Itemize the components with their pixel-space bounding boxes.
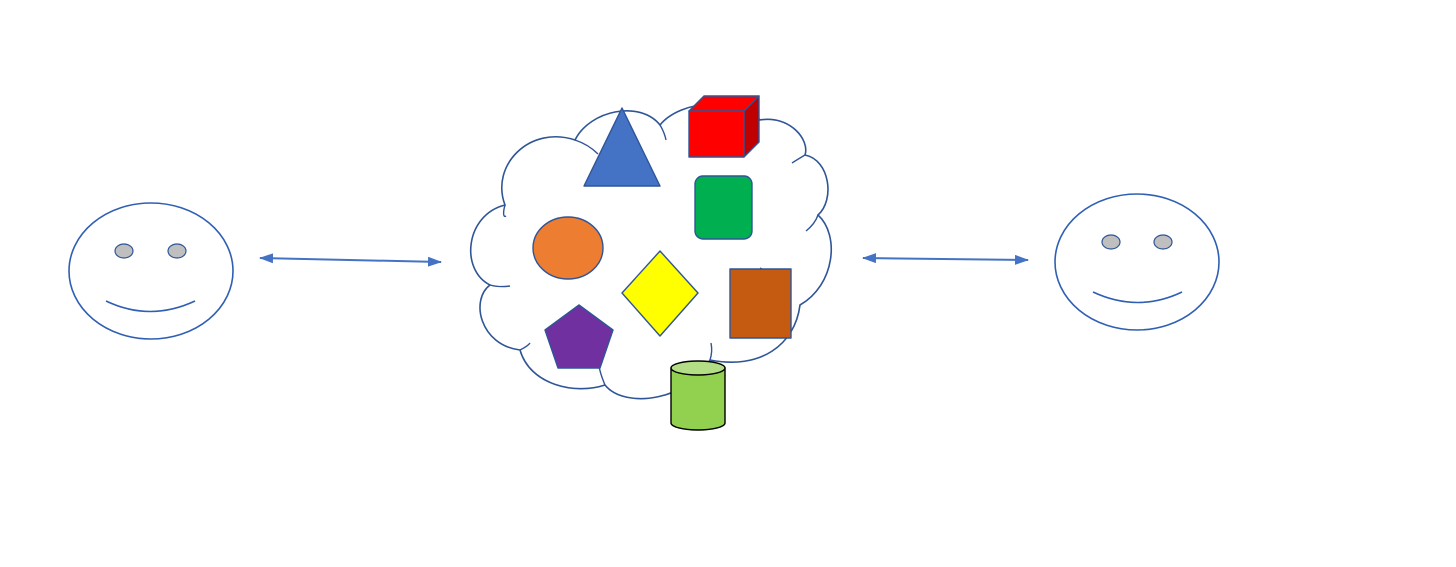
right-face-smile [1092, 291, 1183, 304]
cloud-inner-arc-1 [502, 204, 507, 218]
cloud-inner-arc-10 [574, 139, 599, 155]
cloud-inner-arc-8 [791, 154, 806, 164]
cloud-inner-arc-9 [659, 124, 667, 141]
left-person-smiley-icon [68, 202, 234, 340]
pentagon-shape [544, 304, 614, 369]
rounded-square-shape [694, 175, 753, 240]
right-face-right-eye [1153, 234, 1173, 250]
triangle-shape [583, 107, 661, 187]
cloud-inner-arc-2 [489, 284, 511, 288]
right-face-left-eye [1101, 234, 1121, 250]
cylinder-shape [670, 360, 726, 431]
shared-thought-cloud-icon [469, 102, 832, 400]
right-face-outline [1054, 193, 1220, 331]
cloud-inner-arc-5 [709, 342, 713, 361]
left-face-left-eye [114, 243, 134, 259]
ellipse-shape [532, 216, 604, 280]
rectangle-shape [729, 268, 792, 339]
cloud-inner-arc-7 [805, 214, 819, 232]
left-face-right-eye [167, 243, 187, 259]
left-face-outline [68, 202, 234, 340]
diamond-shape [621, 250, 699, 337]
left-connector-arrow [259, 253, 442, 267]
left-face-smile [105, 300, 196, 313]
cloud-inner-arc-3 [519, 342, 531, 351]
right-person-smiley-icon [1054, 193, 1220, 331]
cube-shape [688, 95, 760, 158]
right-connector-arrow [862, 253, 1029, 265]
cloud-outline [469, 102, 832, 400]
